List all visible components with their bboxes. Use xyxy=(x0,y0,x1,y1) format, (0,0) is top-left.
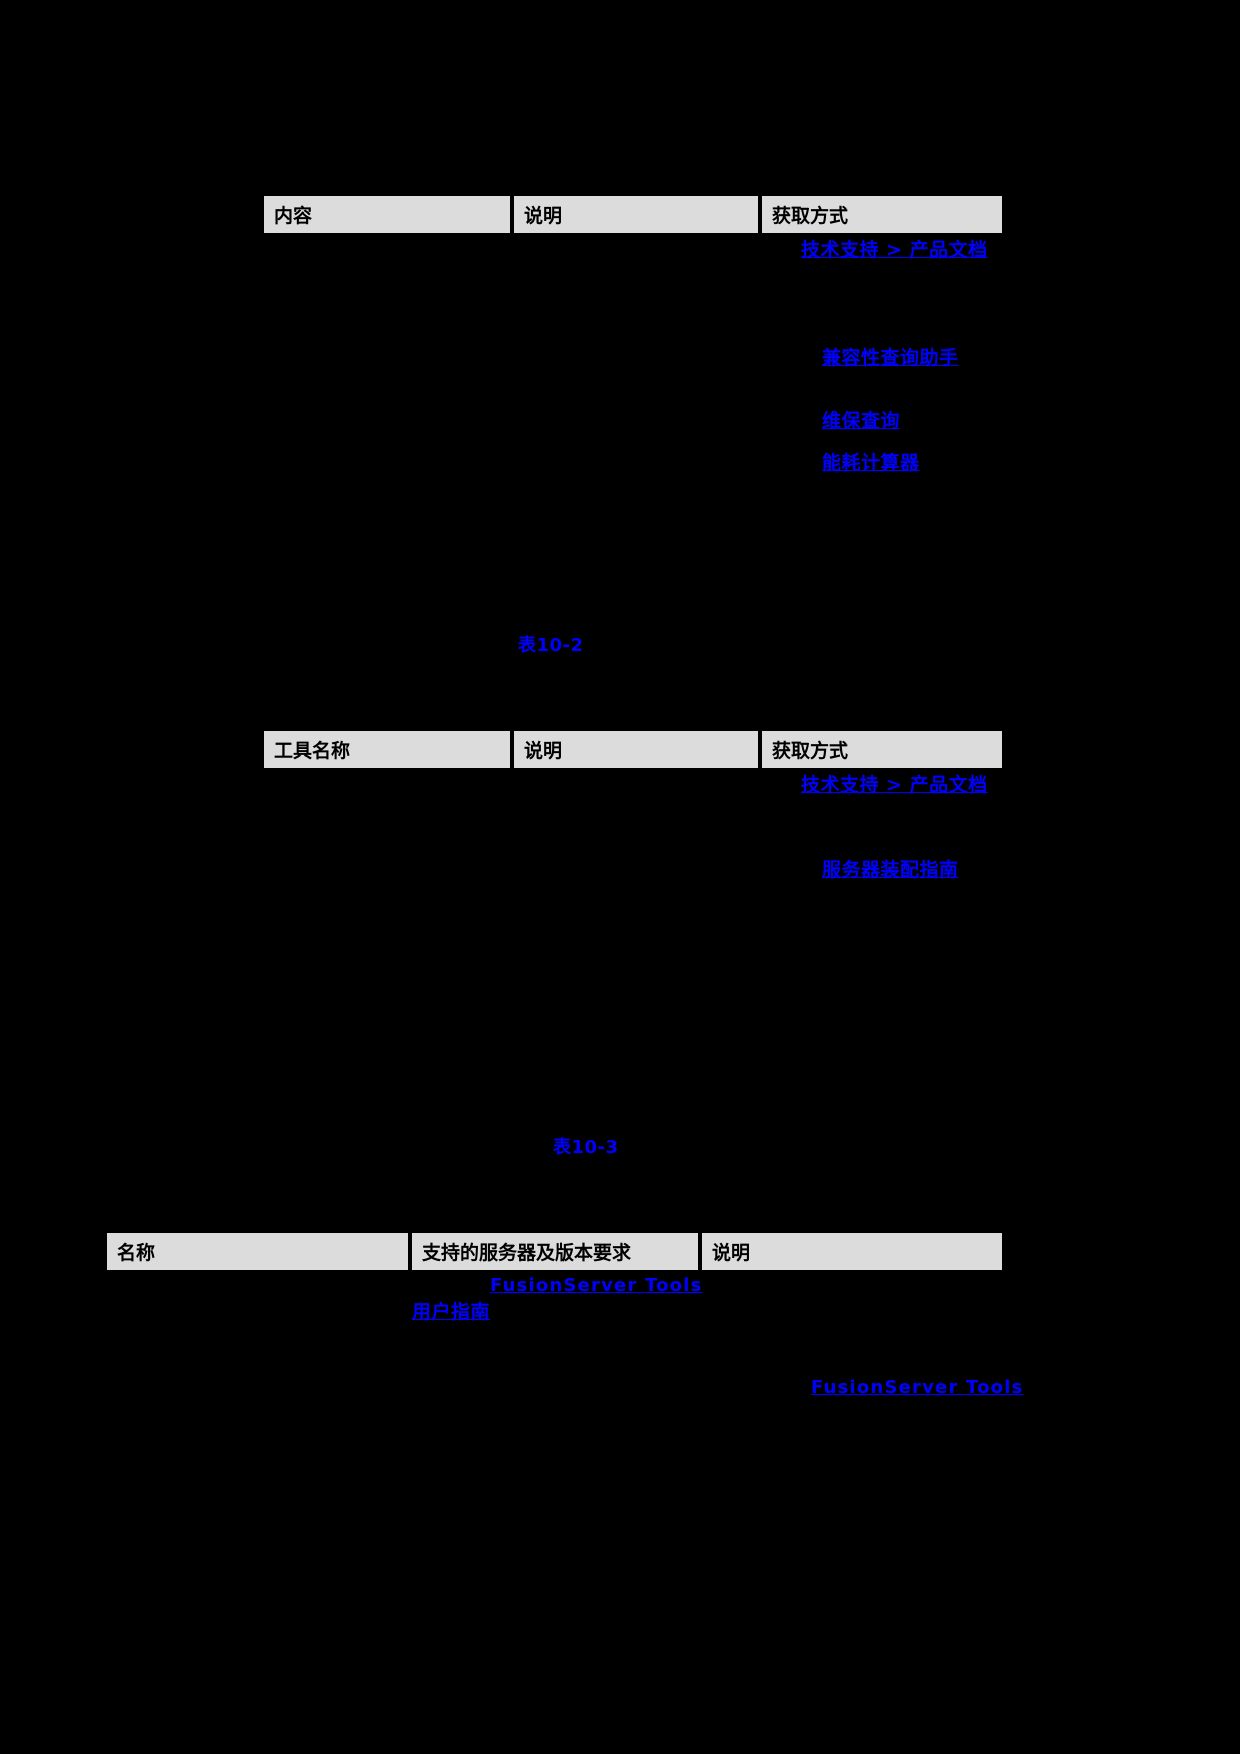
link-warranty-query[interactable]: 维保查询 xyxy=(822,410,901,432)
link-support-product-doc-1[interactable]: 技术支持 > 产品文档 xyxy=(801,239,988,261)
software-table: 名称 支持的服务器及版本要求 说明 xyxy=(105,1231,1004,1272)
link-server-assembly-guide[interactable]: 服务器装配指南 xyxy=(822,859,959,881)
link-support-product-doc-2[interactable]: 技术支持 > 产品文档 xyxy=(801,774,988,796)
column-header-name: 名称 xyxy=(105,1231,410,1272)
table-header-row: 工具名称 说明 获取方式 xyxy=(262,729,1004,770)
column-header-desc: 说明 xyxy=(512,729,760,770)
link-compatibility-assistant[interactable]: 兼容性查询助手 xyxy=(822,347,959,369)
tools-table: 工具名称 说明 获取方式 xyxy=(262,729,1004,770)
column-header-desc: 说明 xyxy=(700,1231,1004,1272)
column-header-supported-servers: 支持的服务器及版本要求 xyxy=(410,1231,700,1272)
table-header-row: 内容 说明 获取方式 xyxy=(262,194,1004,235)
column-header-desc: 说明 xyxy=(512,194,760,235)
column-header-content: 内容 xyxy=(262,194,512,235)
caption-table-10-2: 表10-2 xyxy=(518,635,584,656)
caption-table-10-3: 表10-3 xyxy=(553,1137,619,1158)
resources-table: 内容 说明 获取方式 xyxy=(262,194,1004,235)
column-header-access: 获取方式 xyxy=(760,194,1004,235)
link-user-guide[interactable]: 用户指南 xyxy=(412,1301,491,1323)
link-fusionserver-tools-1[interactable]: FusionServer Tools xyxy=(490,1275,703,1296)
column-header-tool-name: 工具名称 xyxy=(262,729,512,770)
table-header-row: 名称 支持的服务器及版本要求 说明 xyxy=(105,1231,1004,1272)
link-fusionserver-tools-2[interactable]: FusionServer Tools xyxy=(811,1377,1024,1398)
link-power-calculator[interactable]: 能耗计算器 xyxy=(822,452,920,474)
column-header-access: 获取方式 xyxy=(760,729,1004,770)
